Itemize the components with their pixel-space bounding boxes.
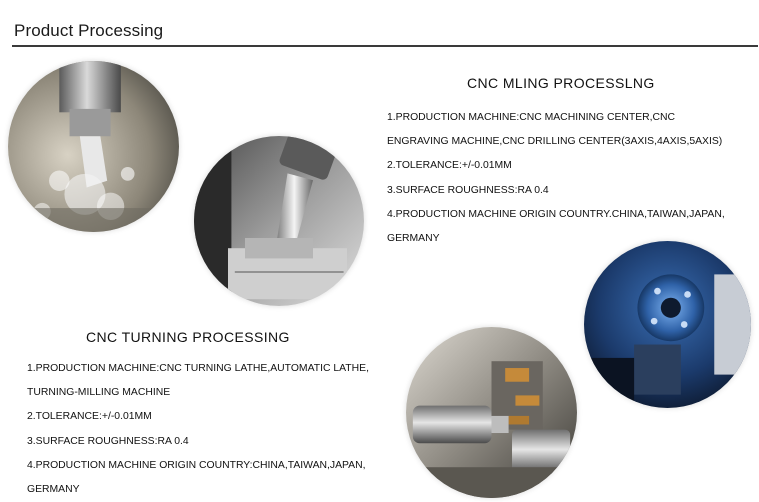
turning-section-title: CNC TURNING PROCESSING: [86, 329, 290, 345]
milling-spec-line: 3.SURFACE ROUGHNESS:RA 0.4: [387, 184, 549, 196]
lathe-chuck-photo: [584, 241, 751, 408]
milling-spec-line: ENGRAVING MACHINE,CNC DRILLING CENTER(3A…: [387, 136, 723, 148]
turning-spec-list: 1.PRODUCTION MACHINE:CNC TURNING LATHE,A…: [27, 357, 369, 502]
milling-spec-line: GERMANY: [387, 233, 440, 245]
milling-spec-line: 2.TOLERANCE:+/-0.01MM: [387, 160, 512, 172]
turning-spec-line: 3.SURFACE ROUGHNESS:RA 0.4: [27, 435, 189, 447]
turning-spec-line: 4.PRODUCTION MACHINE ORIGIN COUNTRY:CHIN…: [27, 459, 366, 471]
milling-spec-line: 1.PRODUCTION MACHINE:CNC MACHINING CENTE…: [387, 112, 676, 123]
turning-spec-line: GERMANY: [27, 484, 80, 496]
turning-spec-line: TURNING-MILLING MACHINE: [27, 387, 171, 399]
turning-lathe-photo: [406, 327, 577, 498]
milling-spec-line: 4.PRODUCTION MACHINE ORIGIN COUNTRY.CHIN…: [387, 208, 725, 220]
page-title: Product Processing: [14, 21, 164, 40]
milling-section-title: CNC MLING PROCESSLNG: [467, 75, 655, 91]
milling-spindle-photo: [8, 61, 179, 232]
turning-spec-line: 1.PRODUCTION MACHINE:CNC TURNING LATHE,A…: [27, 363, 369, 374]
milling-spec-list: 1.PRODUCTION MACHINE:CNC MACHINING CENTE…: [387, 106, 725, 251]
end-mill-photo: [194, 136, 364, 306]
header-divider: [12, 45, 758, 47]
turning-spec-line: 2.TOLERANCE:+/-0.01MM: [27, 411, 152, 423]
